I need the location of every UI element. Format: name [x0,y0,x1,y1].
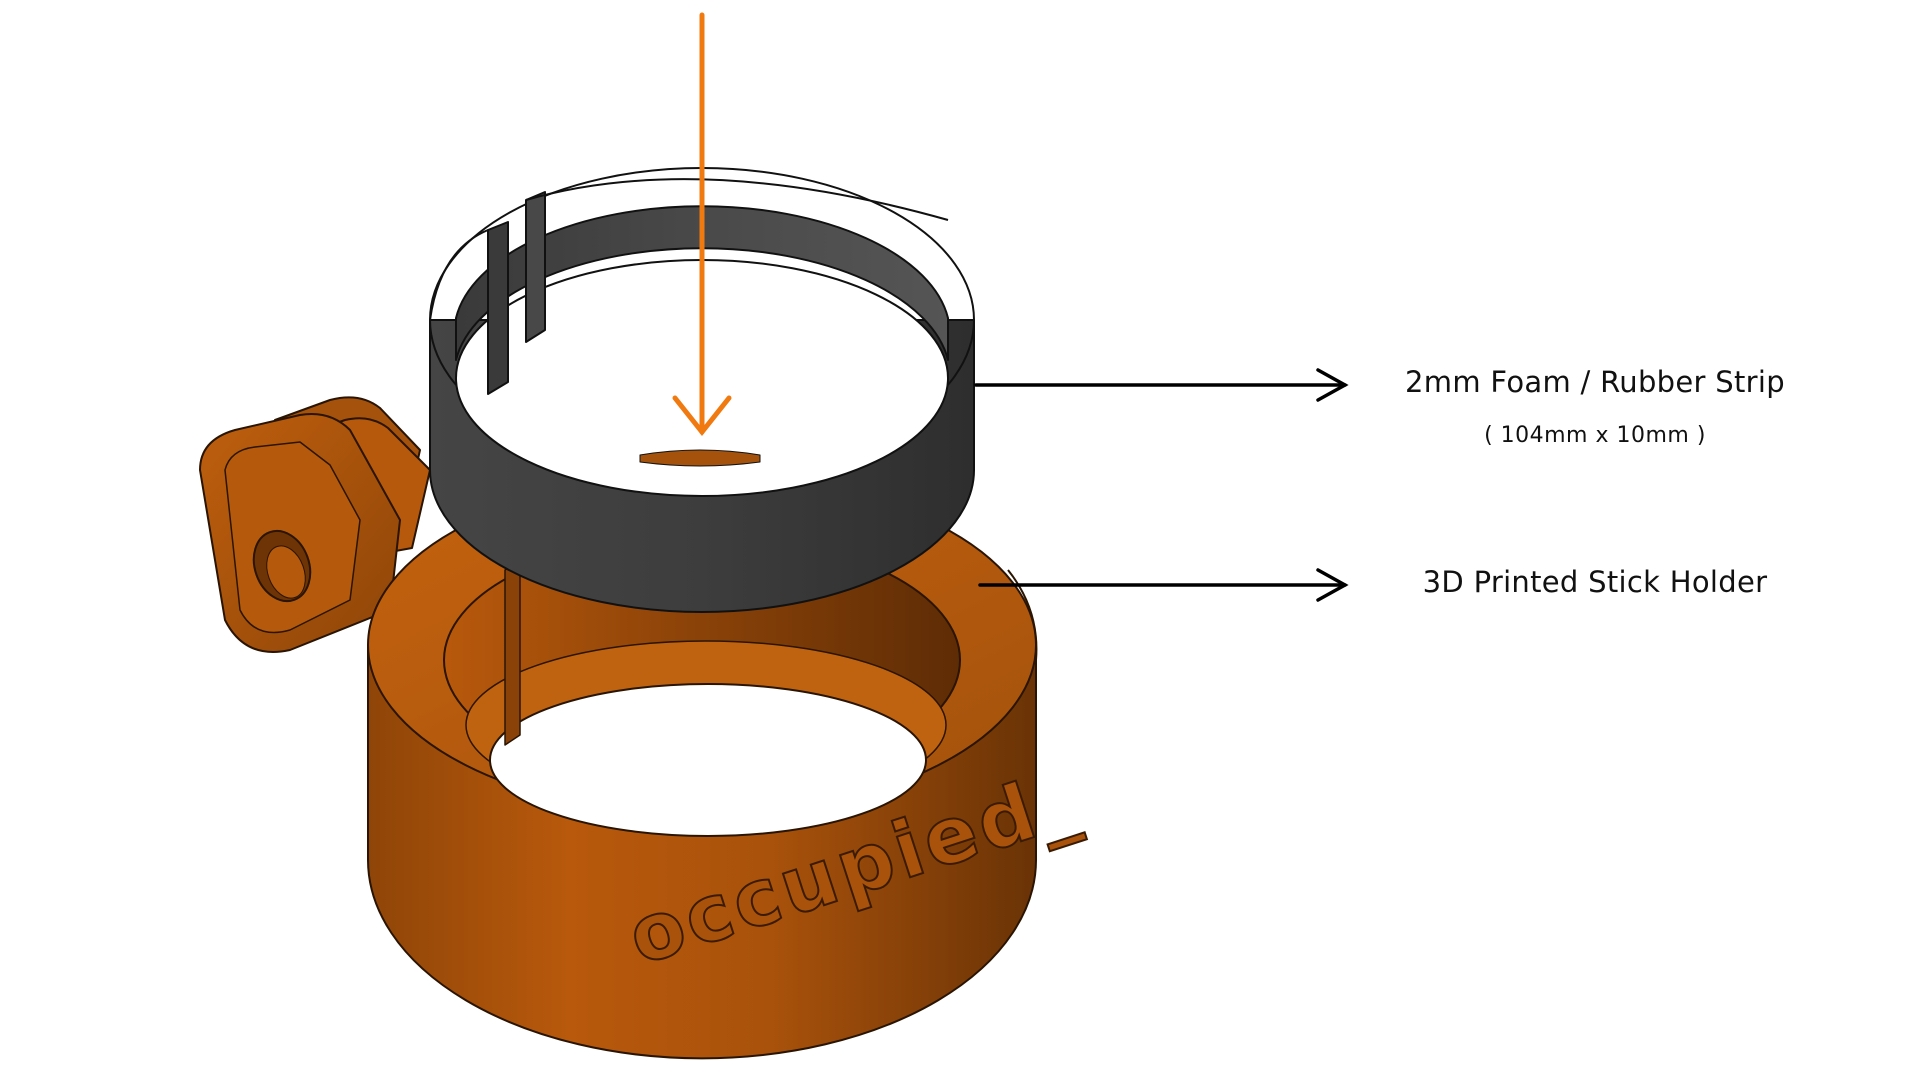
foam-gap-end-right [525,191,546,343]
holder-through-hole [489,683,927,837]
callout-arrow-foam [974,368,1349,402]
holder-slot [504,559,521,746]
mount-tabs [199,396,431,653]
foam-gap-end-left [487,221,509,395]
arrow-down-icon [672,12,732,437]
stick-holder-label: 3D Printed Stick Holder [1422,565,1768,599]
foam-strip-size-label: ( 104mm x 10mm ) [1484,423,1706,448]
foam-strip-label: 2mm Foam / Rubber Strip [1405,365,1785,399]
callout-arrow-holder [978,568,1349,602]
foam-inner-wall [455,205,949,361]
arrow-right-icon [1316,568,1349,602]
arrow-right-icon [1316,368,1349,402]
